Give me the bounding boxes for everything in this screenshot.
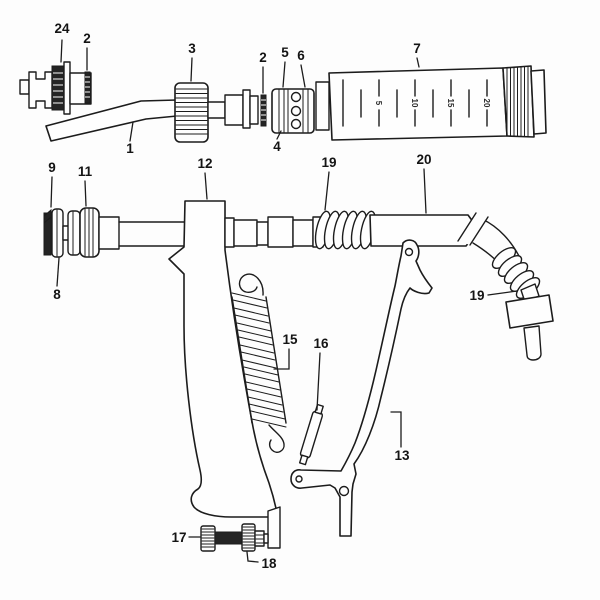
part-3-knurled-nut: [174, 82, 209, 143]
leader-12: [204, 172, 208, 200]
barrel-scale-10: 10: [410, 99, 419, 108]
leader-16: [316, 352, 321, 411]
leader-5: [282, 61, 286, 88]
part-label-16: 16: [313, 336, 329, 351]
part-label-11: 11: [78, 164, 93, 179]
part-label-2b: 2: [259, 50, 267, 65]
leader-11: [84, 180, 87, 207]
part-label-12: 12: [197, 156, 212, 171]
plunger-stepped-sections: [224, 216, 324, 248]
part-label-13: 13: [394, 448, 410, 463]
part-15-main-spring: [231, 273, 287, 453]
hose-end-tube: [523, 325, 542, 361]
leader-8: [56, 257, 60, 287]
part-label-19b: 19: [469, 288, 484, 303]
part-label-17: 17: [171, 530, 186, 545]
leader-7: [416, 57, 420, 68]
barrel-scale-5: 5: [374, 101, 383, 106]
part-label-20: 20: [416, 152, 431, 167]
part-label-7: 7: [413, 41, 421, 56]
part-2-seal-a: [84, 71, 91, 104]
part-20-outlet-tube: [369, 212, 554, 361]
part-18-knurled-nut: [241, 523, 269, 552]
part-16-pin: [298, 403, 324, 466]
part-label-24: 24: [54, 21, 70, 36]
leader-19b: [487, 290, 518, 296]
barrel-scale-15: 15: [446, 99, 455, 108]
barrel-connector: [207, 89, 259, 129]
part-label-1: 1: [126, 141, 134, 156]
leader-lines: [50, 39, 518, 563]
leader-15: [273, 348, 290, 370]
part-label-15: 15: [282, 332, 298, 347]
leader-13: [390, 411, 402, 448]
part-24-adapter: [19, 61, 92, 115]
part-4-5-6-valve-body: [271, 88, 315, 134]
part-label-19a: 19: [321, 155, 336, 170]
part-label-2a: 2: [83, 31, 91, 46]
barrel-scale-20: 20: [482, 99, 491, 108]
leader-3: [190, 57, 193, 82]
part-8-9-plunger-seals: [43, 208, 81, 258]
part-2-seal-b: [260, 94, 267, 127]
plunger-tube: [118, 221, 187, 247]
part-label-6: 6: [297, 48, 305, 63]
part-label-18: 18: [261, 556, 277, 571]
part-13-trigger-lever: [290, 239, 433, 537]
part-11-retainer-ring: [79, 207, 120, 258]
part-label-4: 4: [273, 139, 281, 154]
part-number-labels: 24 2 3 2 5 6 7 4 1 9 11 12 19 20 8 15 16…: [48, 21, 484, 571]
barrel-scale-numbers: 5 10 15 20: [374, 99, 491, 108]
part-19-spring-front: [314, 210, 377, 250]
leader-4: [276, 130, 282, 140]
leader-20: [423, 168, 427, 214]
leader-1: [129, 121, 134, 142]
leader-24: [60, 39, 63, 63]
leader-9: [50, 176, 53, 208]
leader-19a: [324, 171, 330, 211]
part-7-barrel: 5 10 15 20: [315, 65, 547, 141]
leader-18: [246, 551, 259, 563]
part-label-8: 8: [53, 287, 61, 302]
part-label-9: 9: [48, 160, 56, 175]
link-rod: [267, 506, 281, 549]
leader-6: [300, 64, 306, 88]
part-12-body-handle: [168, 200, 279, 521]
part-label-5: 5: [281, 45, 289, 60]
part-17-adjusting-screw: [200, 525, 243, 552]
hose-weight-block: [505, 294, 554, 329]
part-label-3: 3: [188, 41, 196, 56]
